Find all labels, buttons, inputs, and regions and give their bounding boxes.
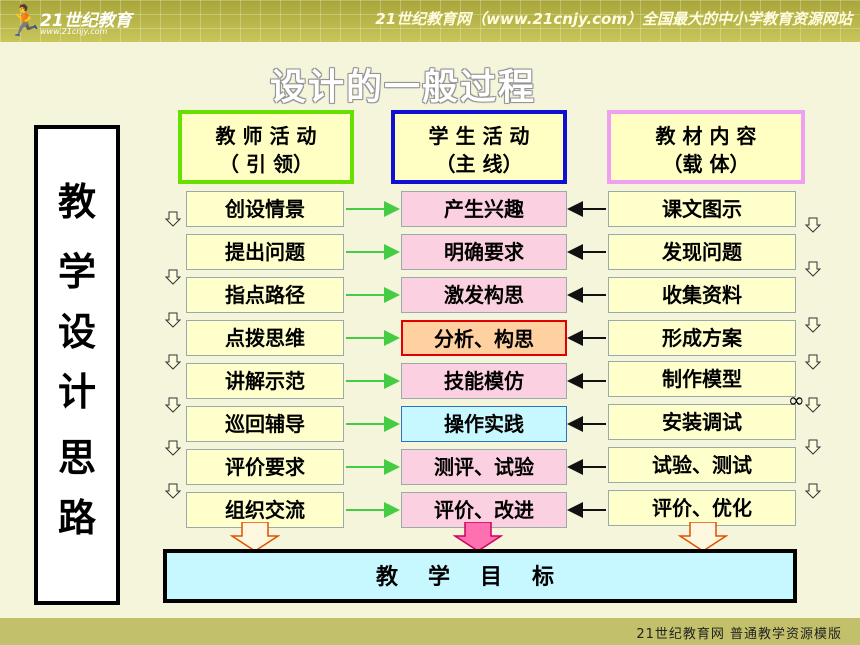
teacher-cell: 巡回辅导 xyxy=(186,406,344,442)
material-column-header: 教 材 内 容 （载 体） xyxy=(607,110,805,184)
student-cell: 产生兴趣 xyxy=(401,191,567,227)
small-down-arrow-icon xyxy=(164,269,182,285)
teacher-cell: 提出问题 xyxy=(186,234,344,270)
small-down-arrow-icon xyxy=(164,440,182,456)
down-arrow-icon xyxy=(230,522,280,552)
teacher-cell: 讲解示范 xyxy=(186,363,344,399)
small-down-arrow-icon xyxy=(804,317,822,333)
left-label-char: 计 xyxy=(57,370,96,414)
teacher-cell: 评价要求 xyxy=(186,449,344,485)
small-down-arrow-icon xyxy=(164,354,182,370)
small-down-arrow-icon xyxy=(804,397,822,413)
teacher-cell: 创设情景 xyxy=(186,191,344,227)
left-label-char: 设 xyxy=(57,310,96,354)
goal-label: 教学目标 xyxy=(375,565,584,590)
left-label-char: 思 xyxy=(57,436,96,480)
left-label-box: 教 学 设 计 思 路 xyxy=(34,125,120,605)
small-down-arrow-icon xyxy=(804,439,822,455)
material-header-sub: （载 体） xyxy=(662,152,750,176)
down-arrow-icon xyxy=(678,522,728,552)
material-cell: 评价、优化 xyxy=(608,490,796,526)
footer-bar: 21世纪教育网 普通教学资源模版 xyxy=(0,618,860,645)
student-cell: 激发构思 xyxy=(401,277,567,313)
student-cell: 技能模仿 xyxy=(401,363,567,399)
header-grid-pattern xyxy=(0,0,860,42)
footer-text: 21世纪教育网 普通教学资源模版 xyxy=(636,627,842,642)
logo-text: 21世纪教育 xyxy=(40,11,132,31)
material-cell: 发现问题 xyxy=(608,234,796,270)
student-header-title: 学 生 活 动 xyxy=(428,124,530,148)
material-cell: 试验、测试 xyxy=(608,447,796,483)
teacher-cell: 指点路径 xyxy=(186,277,344,313)
header-bar: 🏃 21世纪教育 www.21cnjy.com 21世纪教育网（www.21cn… xyxy=(0,0,860,42)
small-down-arrow-icon xyxy=(164,483,182,499)
small-down-arrow-icon xyxy=(804,217,822,233)
small-down-arrow-icon xyxy=(164,211,182,227)
small-down-arrow-icon xyxy=(804,261,822,277)
material-cell: 形成方案 xyxy=(608,320,796,356)
logo-url: www.21cnjy.com xyxy=(40,27,108,36)
student-cell: 测评、试验 xyxy=(401,449,567,485)
student-cell-highlighted: 分析、构思 xyxy=(401,320,567,356)
small-down-arrow-icon xyxy=(164,312,182,328)
slide-title: 设计的一般过程 xyxy=(270,67,537,108)
small-down-arrow-icon xyxy=(164,397,182,413)
down-arrow-icon xyxy=(453,522,503,552)
material-cell: 课文图示 xyxy=(608,191,796,227)
small-down-arrow-icon xyxy=(804,354,822,370)
teacher-cell: 点拨思维 xyxy=(186,320,344,356)
teacher-header-sub: （ 引 领） xyxy=(219,152,313,176)
left-label-char: 学 xyxy=(57,250,96,294)
small-down-arrow-icon xyxy=(804,483,822,499)
teacher-column-header: 教 师 活 动 （ 引 领） xyxy=(178,110,354,184)
material-cell: 安装调试 xyxy=(608,404,796,440)
teacher-header-title: 教 师 活 动 xyxy=(215,124,317,148)
material-cell: 制作模型 xyxy=(608,361,796,397)
material-header-title: 教 材 内 容 xyxy=(655,124,757,148)
left-label-char: 教 xyxy=(57,180,96,224)
left-label-char: 路 xyxy=(57,496,96,540)
student-column-header: 学 生 活 动 （主 线） xyxy=(391,110,567,184)
student-cell: 明确要求 xyxy=(401,234,567,270)
material-cell: 收集资料 xyxy=(608,277,796,313)
loop-glyph-icon: ∞ xyxy=(788,388,805,412)
site-logo[interactable]: 🏃 21世纪教育 www.21cnjy.com xyxy=(6,2,156,40)
student-header-sub: （主 线） xyxy=(435,152,523,176)
student-cell-highlighted: 操作实践 xyxy=(401,406,567,442)
header-slogan: 21世纪教育网（www.21cnjy.com）全国最大的中小学教育资源网站 xyxy=(375,10,852,28)
teaching-goal-box: 教学目标 xyxy=(163,549,797,603)
runner-logo-icon: 🏃 xyxy=(6,4,44,39)
